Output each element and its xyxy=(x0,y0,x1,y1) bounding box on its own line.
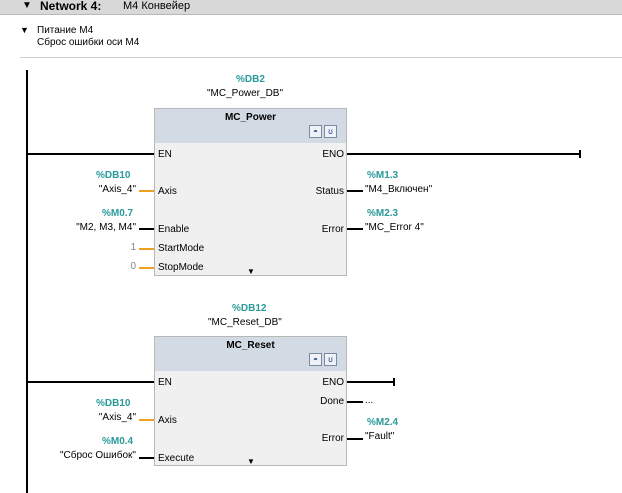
network-title[interactable]: M4 Конвейер xyxy=(123,0,191,12)
pin-stopmode: StopMode xyxy=(158,262,204,273)
comment-line-2[interactable]: Сброс ошибки оси М4 xyxy=(37,37,140,48)
block1-instance-addr: %DB2 xyxy=(236,74,265,85)
lamp-icon[interactable]: ◓ xyxy=(309,125,322,138)
pin-error-1: Error xyxy=(321,224,344,235)
axis-tag-1[interactable]: "Axis_4" xyxy=(98,184,136,195)
status-addr-1: %M1.3 xyxy=(367,170,399,181)
axis-wire-1 xyxy=(139,190,154,192)
left-power-rail xyxy=(26,70,28,493)
pin-startmode: StartMode xyxy=(158,243,205,254)
collapse-network-icon[interactable]: ▼ xyxy=(22,0,32,11)
pin-done: Done xyxy=(320,396,344,407)
axis-addr-1: %DB10 xyxy=(96,170,131,181)
pin-error-2: Error xyxy=(321,433,344,444)
collapse-comment-icon[interactable]: ▼ xyxy=(20,25,29,35)
stethoscope-icon[interactable]: ʊ xyxy=(324,125,337,138)
done-wire xyxy=(347,401,363,403)
pin-enable-1: Enable xyxy=(158,224,190,235)
error-addr-1: %M2.3 xyxy=(367,208,399,219)
pin-execute: Execute xyxy=(158,453,195,464)
pin-en-2: EN xyxy=(158,377,172,388)
en-wire-1 xyxy=(28,153,154,155)
block2-instance-name[interactable]: "MC_Reset_DB" xyxy=(208,317,282,328)
eno-wire-2 xyxy=(347,381,394,383)
axis-addr-2: %DB10 xyxy=(96,398,131,409)
status-tag-1[interactable]: "M4_Включен" xyxy=(365,184,433,195)
axis-wire-2 xyxy=(139,419,154,421)
eno-wire-1 xyxy=(347,153,580,155)
block2-instance-addr: %DB12 xyxy=(232,303,267,314)
status-wire-1 xyxy=(347,190,363,192)
error-wire-2 xyxy=(347,438,363,440)
en-wire-2 xyxy=(28,381,154,383)
axis-tag-2[interactable]: "Axis_4" xyxy=(98,412,136,423)
stopmode-wire xyxy=(139,267,154,269)
enable-addr-1: %M0.7 xyxy=(102,208,134,219)
pin-axis-2: Axis xyxy=(158,415,177,426)
startmode-wire xyxy=(139,248,154,250)
lamp-icon[interactable]: ◓ xyxy=(309,353,322,366)
mc-power-title[interactable]: MC_Power xyxy=(224,112,277,123)
enable-wire-1 xyxy=(139,228,154,230)
network-label: Network 4: xyxy=(40,0,102,13)
execute-tag[interactable]: "Сброс Ошибок" xyxy=(59,450,136,461)
pin-en-1: EN xyxy=(158,149,172,160)
comment-separator xyxy=(20,57,622,58)
execute-wire xyxy=(139,457,154,459)
pin-eno-1: ENO xyxy=(322,149,344,160)
done-tag[interactable]: ... xyxy=(365,395,374,406)
pin-eno-2: ENO xyxy=(322,377,344,388)
enable-tag-1[interactable]: "M2, M3, M4" xyxy=(76,222,136,233)
expand-pins-icon-2[interactable]: ▼ xyxy=(247,457,255,466)
error-wire-1 xyxy=(347,228,363,230)
expand-pins-icon[interactable]: ▼ xyxy=(247,267,255,276)
error-addr-2: %M2.4 xyxy=(367,417,399,428)
comment-line-1[interactable]: Питание М4 xyxy=(37,25,94,36)
startmode-value[interactable]: 1 xyxy=(130,242,136,253)
error-tag-2[interactable]: "Fault" xyxy=(365,431,395,442)
eno-end-1 xyxy=(579,150,581,158)
pin-status-1: Status xyxy=(315,186,344,197)
block1-instance-name[interactable]: "MC_Power_DB" xyxy=(207,88,284,99)
network-header[interactable] xyxy=(0,0,622,15)
execute-addr: %M0.4 xyxy=(102,436,134,447)
eno-end-2 xyxy=(393,378,395,386)
error-tag-1[interactable]: "MC_Error 4" xyxy=(365,222,424,233)
stethoscope-icon[interactable]: ʊ xyxy=(324,353,337,366)
mc-reset-title[interactable]: MC_Reset xyxy=(226,340,275,351)
pin-axis-1: Axis xyxy=(158,186,177,197)
stopmode-value[interactable]: 0 xyxy=(130,261,136,272)
